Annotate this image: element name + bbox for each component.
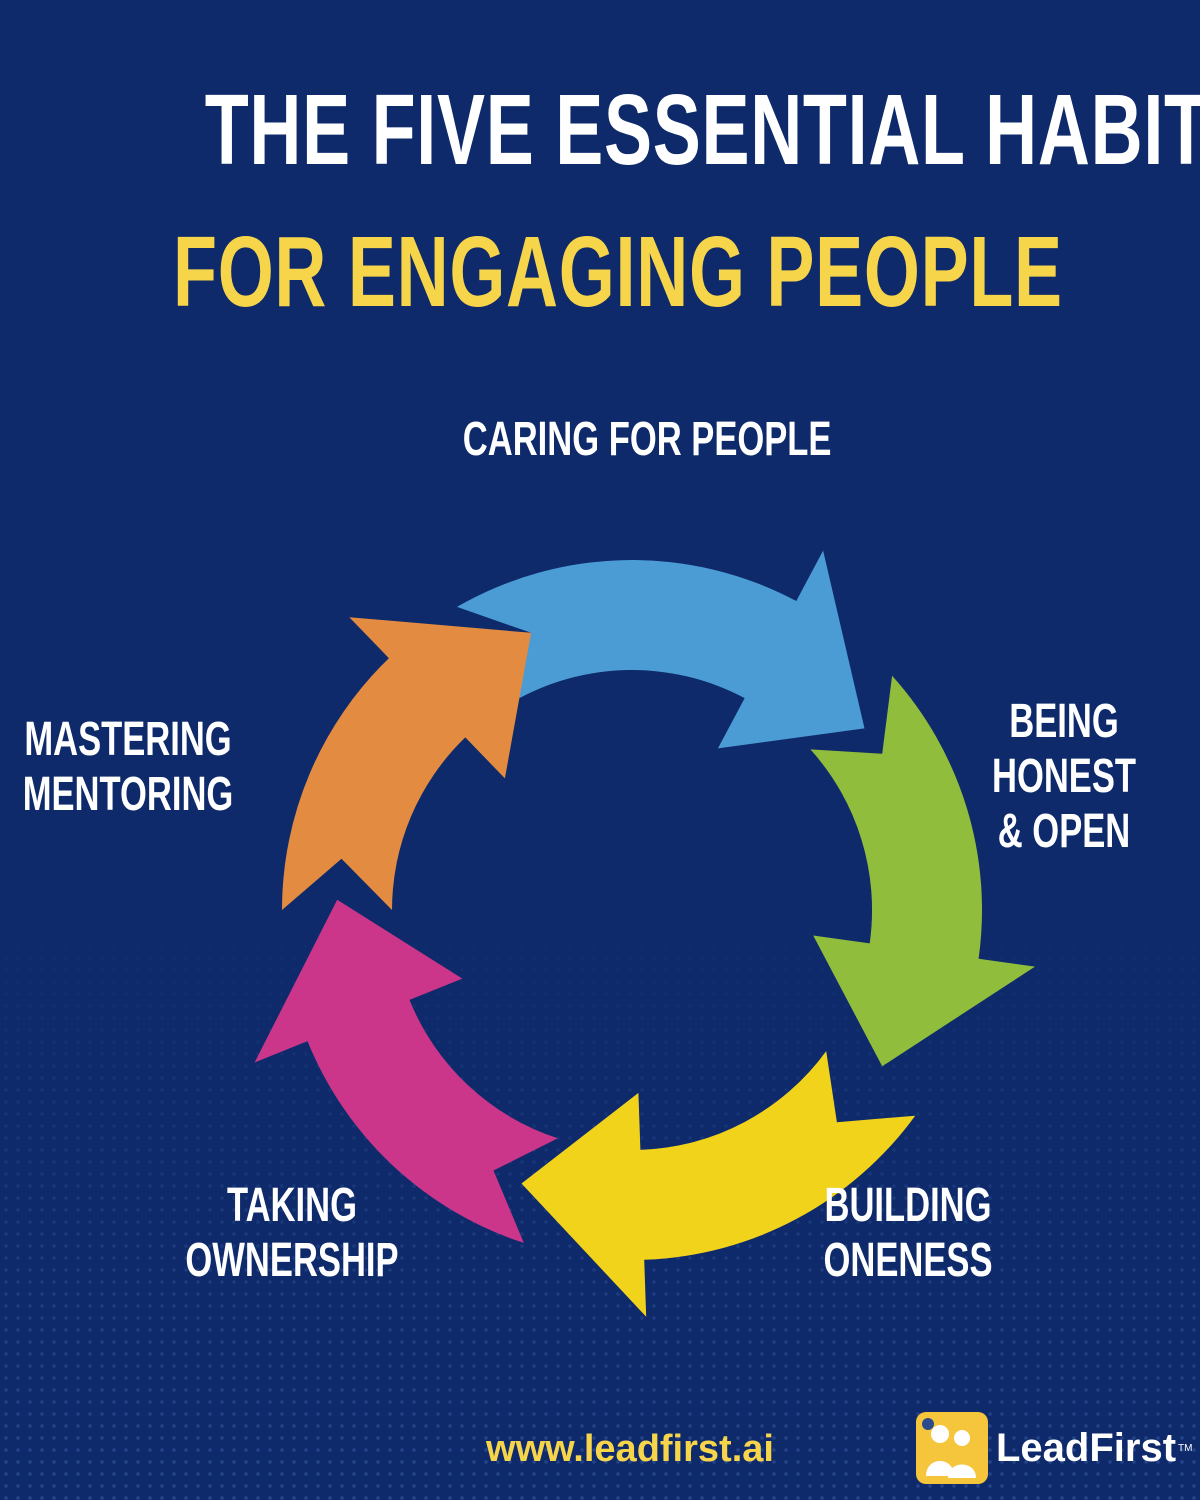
habit-label-mentoring: MASTERING MENTORING [0,712,338,822]
habit-label-mentoring-line-1: MASTERING [24,713,232,766]
habit-label-oneness-line-1: BUILDING [824,1179,992,1232]
website-link[interactable]: www.leadfirst.ai [486,1428,774,1470]
leadfirst-logo-text: LeadFirst [996,1425,1177,1470]
arrow-ownership [254,899,558,1243]
habit-label-honest: BEING HONEST & OPEN [854,694,1200,860]
title-line-1-text: THE FIVE ESSENTIAL HABITS [204,74,1200,186]
habit-label-caring-line-1: CARING FOR PEOPLE [462,413,832,466]
leadfirst-logo: LeadFirst TM [916,1412,1193,1484]
habit-label-oneness-line-2: ONENESS [823,1234,993,1288]
habit-label-ownership: TAKING OWNERSHIP [82,1178,502,1288]
habit-label-oneness: BUILDING ONENESS [698,1178,1118,1288]
leadfirst-logo-icon [916,1412,988,1484]
habit-label-honest-line-3: & OPEN [997,805,1131,859]
habit-label-mentoring-line-2: MENTORING [22,768,234,822]
title-line-2-text: FOR ENGAGING PEOPLE [173,216,1063,328]
trademark-mark: TM [1178,1442,1193,1454]
arrow-caring [457,550,865,749]
habit-label-ownership-line-2: OWNERSHIP [185,1234,399,1288]
habit-label-caring: CARING FOR PEOPLE [404,412,832,467]
title-line-2: FOR ENGAGING PEOPLE [0,222,1200,322]
habit-label-ownership-line-1: TAKING [227,1179,357,1232]
arrow-mentoring [282,617,532,910]
habit-label-honest-line-2: HONEST [991,750,1136,804]
arrow-honest [810,675,1035,1067]
habit-label-honest-line-1: BEING [1009,695,1119,748]
title-line-1: THE FIVE ESSENTIAL HABITS [0,80,1200,180]
arrow-oneness [521,1051,916,1317]
